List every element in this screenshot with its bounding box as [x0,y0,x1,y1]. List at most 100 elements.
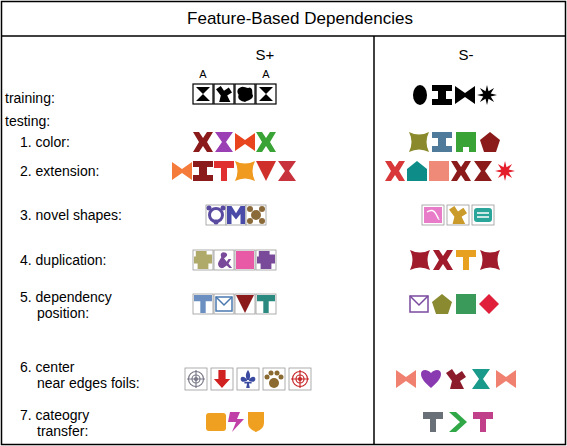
stimulus-shape [429,161,449,181]
stimulus-shape [257,251,275,269]
stimulus-shape [449,206,467,224]
stimulus-shape [214,161,234,181]
stimulus-shape [385,161,405,181]
stimulus-shape [228,412,244,432]
stimulus-shape [215,132,233,152]
stimulus-shape [421,370,441,388]
cell-box [214,250,234,270]
stimulus-shape [473,412,493,432]
cell-box [193,84,213,104]
shape-part [279,375,284,380]
stimulus-shape [235,161,255,181]
row-label: 7. cateogry transfer: [20,407,122,439]
shape-part [216,297,232,311]
column-header: S- [446,47,486,63]
row-label: 4. duplication: [20,252,170,268]
shape-part [410,296,428,312]
shape-part [291,370,309,388]
stimulus-shape [451,161,471,181]
shape-part [269,378,279,388]
stimulus-shape [449,412,467,432]
shape-part [427,210,439,219]
cell-box [256,250,276,270]
stimulus-shape [207,206,226,225]
dependency-marker: A [195,66,211,82]
stimulus-shape [474,161,492,181]
cell-box [235,250,255,270]
stimulus-shape [455,86,475,104]
stimulus-shape [241,370,256,388]
stimulus-shape [479,294,499,314]
stimulus-shape [432,132,452,152]
figure-title: Feature-Based Dependencies [100,9,500,29]
row-label: 2. extension: [20,163,170,179]
stimulus-shape [456,294,476,314]
stimulus-shape [433,250,453,270]
cell-box [214,294,234,314]
shape-part [275,371,280,376]
stimulus-shape [480,132,500,152]
cell-box [211,368,233,390]
shape-part [214,220,219,225]
stimulus-shape [206,413,226,431]
stimulus-shape [194,251,212,269]
cell-box [447,205,469,225]
cell-box [206,205,226,225]
stimulus-shape [496,370,516,388]
stimulus-shape [256,161,276,181]
cell-box [472,205,494,225]
stimulus-shape [259,87,273,101]
shape-part [187,370,205,388]
column-divider [373,36,375,445]
shape-part [424,207,442,223]
shape-part [265,375,270,380]
cell-box [226,205,246,225]
stimulus-shape [474,208,492,222]
shape-part [207,206,212,211]
stimulus-shape [410,296,428,312]
cell-box [193,294,213,314]
stimulus-shape [237,87,253,102]
stimulus-shape [423,412,443,432]
stimulus-shape [472,369,490,389]
row-label: testing: [5,113,145,129]
cell-box [263,368,285,390]
shape-part [410,296,428,305]
stimulus-shape [256,132,276,152]
row-label: 5. dependency position: [20,289,132,321]
stimulus-shape [248,412,264,432]
stimulus-shape [432,294,452,314]
stimulus-shape [410,250,430,270]
stimulus-shape [265,371,284,389]
row-label: 1. color: [20,134,170,150]
stimulus-shape [257,295,275,313]
stimulus-shape [216,297,232,311]
stimulus-shape [196,87,210,101]
row-label: training: [5,90,145,106]
shape-part [259,218,265,224]
stimulus-shape [247,206,265,224]
shape-part [221,206,226,211]
shape-part [259,206,265,212]
stimulus-shape [424,207,442,223]
cell-box [193,250,213,270]
shape-part [269,371,274,376]
stimulus-shape [396,370,416,388]
cell-box [185,368,207,390]
row-label: 3. novel shapes: [20,207,170,223]
stimulus-shape [236,295,254,313]
stimulus-shape [187,370,205,388]
shape-part [251,210,261,220]
stimulus-shape [193,132,213,152]
cell-box [256,84,276,104]
shape-part [247,206,253,212]
stimulus-shape [456,250,476,270]
stimulus-shape [227,206,245,224]
shape-part [247,218,253,224]
stimulus-shape [194,295,212,313]
dependency-marker: A [258,66,274,82]
stimulus-shape [216,86,232,102]
